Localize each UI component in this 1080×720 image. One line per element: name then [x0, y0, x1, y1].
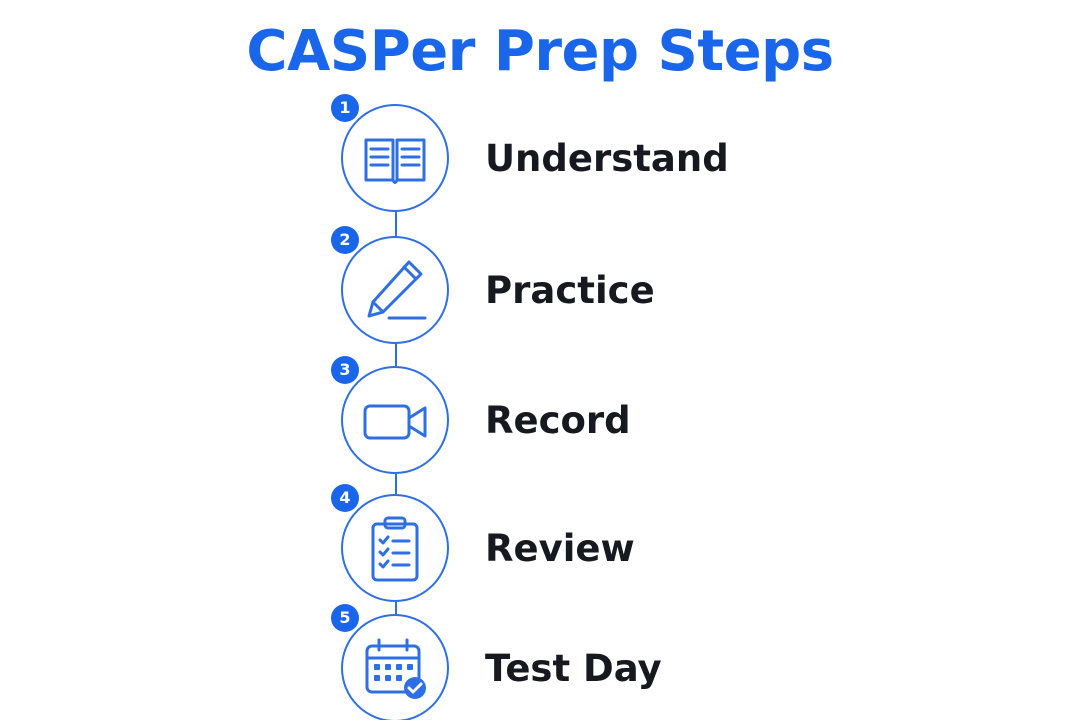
step-label: Practice — [485, 269, 655, 312]
step-understand: 1 Understand — [331, 94, 837, 220]
step-label: Test Day — [485, 647, 662, 690]
connector-line — [395, 344, 397, 366]
connector-line — [395, 600, 397, 618]
open-book-icon — [364, 138, 426, 184]
step-review: 4 Review — [331, 484, 837, 610]
clipboard-checklist-icon — [371, 516, 419, 582]
step-number-badge: 3 — [331, 356, 359, 384]
step-number-badge: 2 — [331, 226, 359, 254]
step-test-day: 5 Test Day — [331, 604, 837, 720]
page-title: CASPer Prep Steps — [246, 19, 834, 84]
video-camera-icon — [363, 404, 427, 440]
step-label: Record — [485, 399, 631, 442]
step-circle — [341, 494, 449, 602]
step-circle — [341, 366, 449, 474]
step-number-badge: 1 — [331, 94, 359, 122]
step-practice: 2 Practice — [331, 226, 837, 352]
connector-line — [395, 212, 397, 236]
step-circle — [341, 236, 449, 344]
step-circle — [341, 614, 449, 720]
step-label: Review — [485, 527, 635, 570]
step-number-badge: 5 — [331, 604, 359, 632]
step-number-badge: 4 — [331, 484, 359, 512]
step-circle — [341, 104, 449, 212]
pencil-icon — [367, 260, 427, 320]
calendar-check-icon — [365, 638, 426, 699]
connector-line — [395, 474, 397, 494]
step-record: 3 Record — [331, 356, 837, 482]
step-label: Understand — [485, 137, 729, 180]
